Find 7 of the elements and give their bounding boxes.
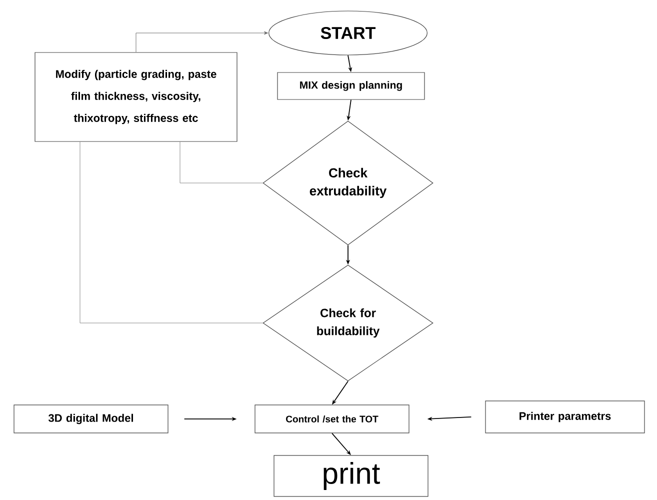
process-box: Modify (particle grading, paste film thickness, viscosity, thixotropy, stiffness etc [34, 52, 238, 142]
process-box: Control /set the TOT [254, 404, 410, 434]
process-box: 3D digital Model [14, 404, 168, 434]
process-box: print [274, 455, 428, 497]
arrow [136, 31, 268, 52]
process-box: Printer parametrs [485, 400, 645, 434]
process-box: MIX design planning [277, 72, 425, 100]
